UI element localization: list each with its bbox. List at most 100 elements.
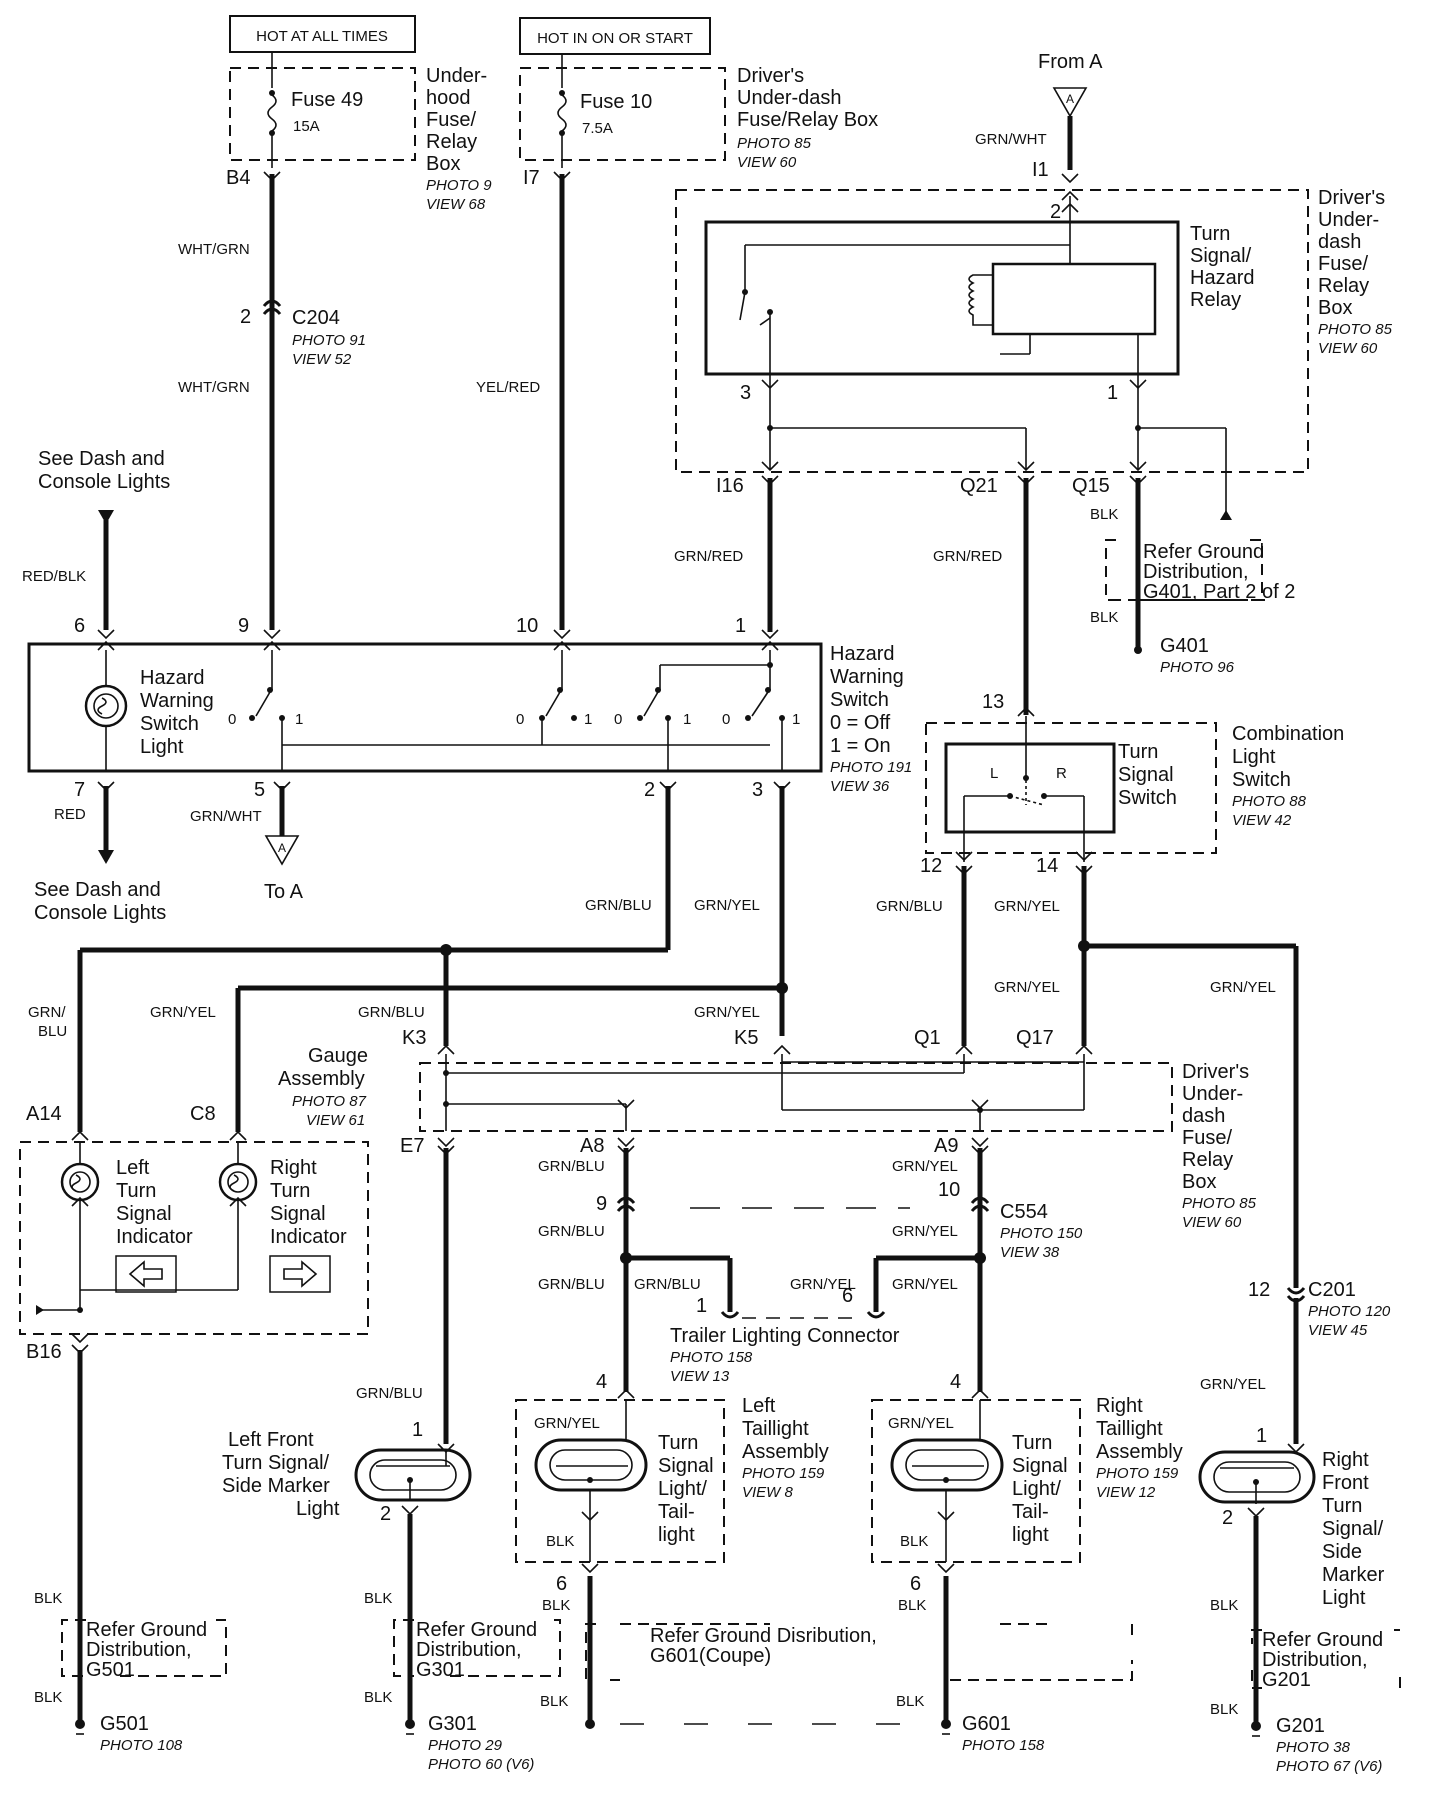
- svg-text:Combination: Combination: [1232, 723, 1344, 745]
- svg-text:Turn: Turn: [658, 1432, 698, 1454]
- svg-text:Q1: Q1: [914, 1027, 941, 1049]
- svg-text:Relay: Relay: [1182, 1149, 1233, 1171]
- svg-text:PHOTO 150: PHOTO 150: [1000, 1225, 1083, 1242]
- svg-text:Gauge: Gauge: [308, 1045, 368, 1067]
- svg-text:BLK: BLK: [898, 1597, 926, 1614]
- svg-text:C204: C204: [292, 307, 340, 329]
- svg-text:BLK: BLK: [364, 1689, 392, 1706]
- svg-text:0 = Off: 0 = Off: [830, 712, 891, 734]
- svg-text:Refer Ground: Refer Ground: [416, 1619, 537, 1641]
- svg-text:Light: Light: [296, 1498, 340, 1520]
- svg-text:10: 10: [938, 1179, 960, 1201]
- svg-text:K3: K3: [402, 1027, 426, 1049]
- svg-text:6: 6: [842, 1285, 853, 1307]
- svg-text:6: 6: [556, 1573, 567, 1595]
- svg-text:Turn: Turn: [1322, 1495, 1362, 1517]
- svg-text:BLK: BLK: [364, 1590, 392, 1607]
- svg-text:BLU: BLU: [38, 1023, 67, 1040]
- c554-connector: 9 10 C554 PHOTO 150 VIEW 38 GRN/BLU GRN/…: [538, 1179, 1083, 1261]
- ground-g401-refer: Refer Ground Distribution, G401, Part 2 …: [1090, 539, 1295, 676]
- svg-text:Driver's: Driver's: [737, 65, 804, 87]
- svg-text:3: 3: [740, 382, 751, 404]
- svg-text:G501: G501: [100, 1713, 149, 1735]
- svg-text:GRN/RED: GRN/RED: [933, 548, 1002, 565]
- svg-text:Trailer Lighting Connector: Trailer Lighting Connector: [670, 1325, 900, 1347]
- svg-text:GRN/BLU: GRN/BLU: [356, 1385, 423, 1402]
- svg-text:Refer Ground: Refer Ground: [86, 1619, 207, 1641]
- svg-text:GRN/YEL: GRN/YEL: [888, 1415, 954, 1432]
- svg-text:PHOTO 85: PHOTO 85: [1318, 321, 1393, 338]
- svg-text:Light: Light: [1232, 746, 1276, 768]
- svg-text:Relay: Relay: [1318, 275, 1369, 297]
- svg-text:GRN/BLU: GRN/BLU: [876, 898, 943, 915]
- hot-in-on-label: HOT IN ON OR START: [519, 17, 711, 55]
- gauge-assembly: Gauge Assembly PHOTO 87 VIEW 61 A14 C8 L…: [19, 1045, 369, 1363]
- svg-text:PHOTO 120: PHOTO 120: [1308, 1303, 1391, 1320]
- svg-text:Front: Front: [1322, 1472, 1369, 1494]
- svg-text:Switch: Switch: [140, 713, 199, 735]
- svg-text:PHOTO 60 (V6): PHOTO 60 (V6): [428, 1756, 534, 1773]
- svg-text:Fuse/: Fuse/: [1318, 253, 1368, 275]
- svg-text:VIEW 13: VIEW 13: [670, 1368, 730, 1385]
- right-taillight-assembly: 4 GRN/YEL BLK Turn Signal Light/ Tail- l…: [871, 1371, 1183, 1614]
- svg-text:PHOTO 191: PHOTO 191: [830, 759, 912, 776]
- svg-text:2: 2: [1050, 201, 1061, 223]
- svg-text:G201: G201: [1276, 1715, 1325, 1737]
- hot-at-all-times-label: HOT AT ALL TIMES: [229, 15, 416, 53]
- svg-text:VIEW 38: VIEW 38: [1000, 1244, 1060, 1261]
- svg-text:Light/: Light/: [658, 1478, 707, 1500]
- svg-text:Signal: Signal: [1118, 764, 1174, 786]
- svg-text:GRN/YEL: GRN/YEL: [694, 1004, 760, 1021]
- svg-text:4: 4: [596, 1371, 607, 1393]
- svg-text:GRN/YEL: GRN/YEL: [892, 1276, 958, 1293]
- svg-text:Turn Signal/: Turn Signal/: [222, 1452, 330, 1474]
- svg-text:Under-dash: Under-dash: [737, 87, 842, 109]
- svg-text:Driver's: Driver's: [1318, 187, 1385, 209]
- to-a-connector: GRN/WHT A To A: [190, 786, 304, 903]
- svg-text:Under-: Under-: [426, 65, 487, 87]
- svg-text:GRN/YEL: GRN/YEL: [1210, 979, 1276, 996]
- svg-text:BLK: BLK: [546, 1533, 574, 1550]
- svg-text:1 = On: 1 = On: [830, 735, 891, 757]
- svg-text:C201: C201: [1308, 1279, 1356, 1301]
- svg-text:VIEW 42: VIEW 42: [1232, 812, 1292, 829]
- svg-text:GRN/BLU: GRN/BLU: [634, 1276, 701, 1293]
- svg-text:VIEW 52: VIEW 52: [292, 351, 352, 368]
- svg-text:BLK: BLK: [540, 1693, 568, 1710]
- svg-text:Light/: Light/: [1012, 1478, 1061, 1500]
- svg-text:WHT/GRN: WHT/GRN: [178, 379, 250, 396]
- svg-text:Hazard: Hazard: [140, 667, 204, 689]
- svg-text:GRN/WHT: GRN/WHT: [975, 131, 1047, 148]
- svg-text:PHOTO 85: PHOTO 85: [737, 135, 812, 152]
- svg-text:Under-: Under-: [1182, 1083, 1243, 1105]
- svg-text:PHOTO 96: PHOTO 96: [1160, 659, 1235, 676]
- svg-text:RED/BLK: RED/BLK: [22, 568, 86, 585]
- right-front-turn-signal: 12 C201 PHOTO 120 VIEW 45 GRN/YEL 1 2 Ri…: [1198, 1279, 1391, 1609]
- trailer-lighting-connector: 1 6 Trailer Lighting Connector PHOTO 158…: [670, 1285, 900, 1385]
- svg-text:Distribution,: Distribution,: [86, 1639, 192, 1661]
- svg-text:Right: Right: [1096, 1395, 1143, 1417]
- svg-text:BLK: BLK: [542, 1597, 570, 1614]
- svg-text:13: 13: [982, 691, 1004, 713]
- svg-text:GRN/YEL: GRN/YEL: [994, 979, 1060, 996]
- svg-text:GRN/BLU: GRN/BLU: [538, 1158, 605, 1175]
- svg-text:10: 10: [516, 615, 538, 637]
- svg-text:dash: dash: [1318, 231, 1361, 253]
- svg-text:GRN/YEL: GRN/YEL: [1200, 1376, 1266, 1393]
- svg-text:VIEW 60: VIEW 60: [1318, 340, 1378, 357]
- svg-text:Fuse/Relay Box: Fuse/Relay Box: [737, 109, 878, 131]
- svg-text:B4: B4: [226, 167, 250, 189]
- svg-text:PHOTO 67 (V6): PHOTO 67 (V6): [1276, 1758, 1382, 1775]
- svg-text:BLK: BLK: [34, 1689, 62, 1706]
- svg-text:Signal/: Signal/: [1322, 1518, 1384, 1540]
- svg-text:Driver's: Driver's: [1182, 1061, 1249, 1083]
- svg-text:Fuse/: Fuse/: [1182, 1127, 1232, 1149]
- svg-text:Turn: Turn: [270, 1180, 310, 1202]
- svg-text:6: 6: [74, 615, 85, 637]
- svg-text:GRN/YEL: GRN/YEL: [534, 1415, 600, 1432]
- svg-text:G401: G401: [1160, 635, 1209, 657]
- svg-text:From A: From A: [1038, 51, 1103, 73]
- svg-text:GRN/RED: GRN/RED: [674, 548, 743, 565]
- svg-text:7.5A: 7.5A: [582, 120, 613, 137]
- svg-text:I7: I7: [523, 167, 540, 189]
